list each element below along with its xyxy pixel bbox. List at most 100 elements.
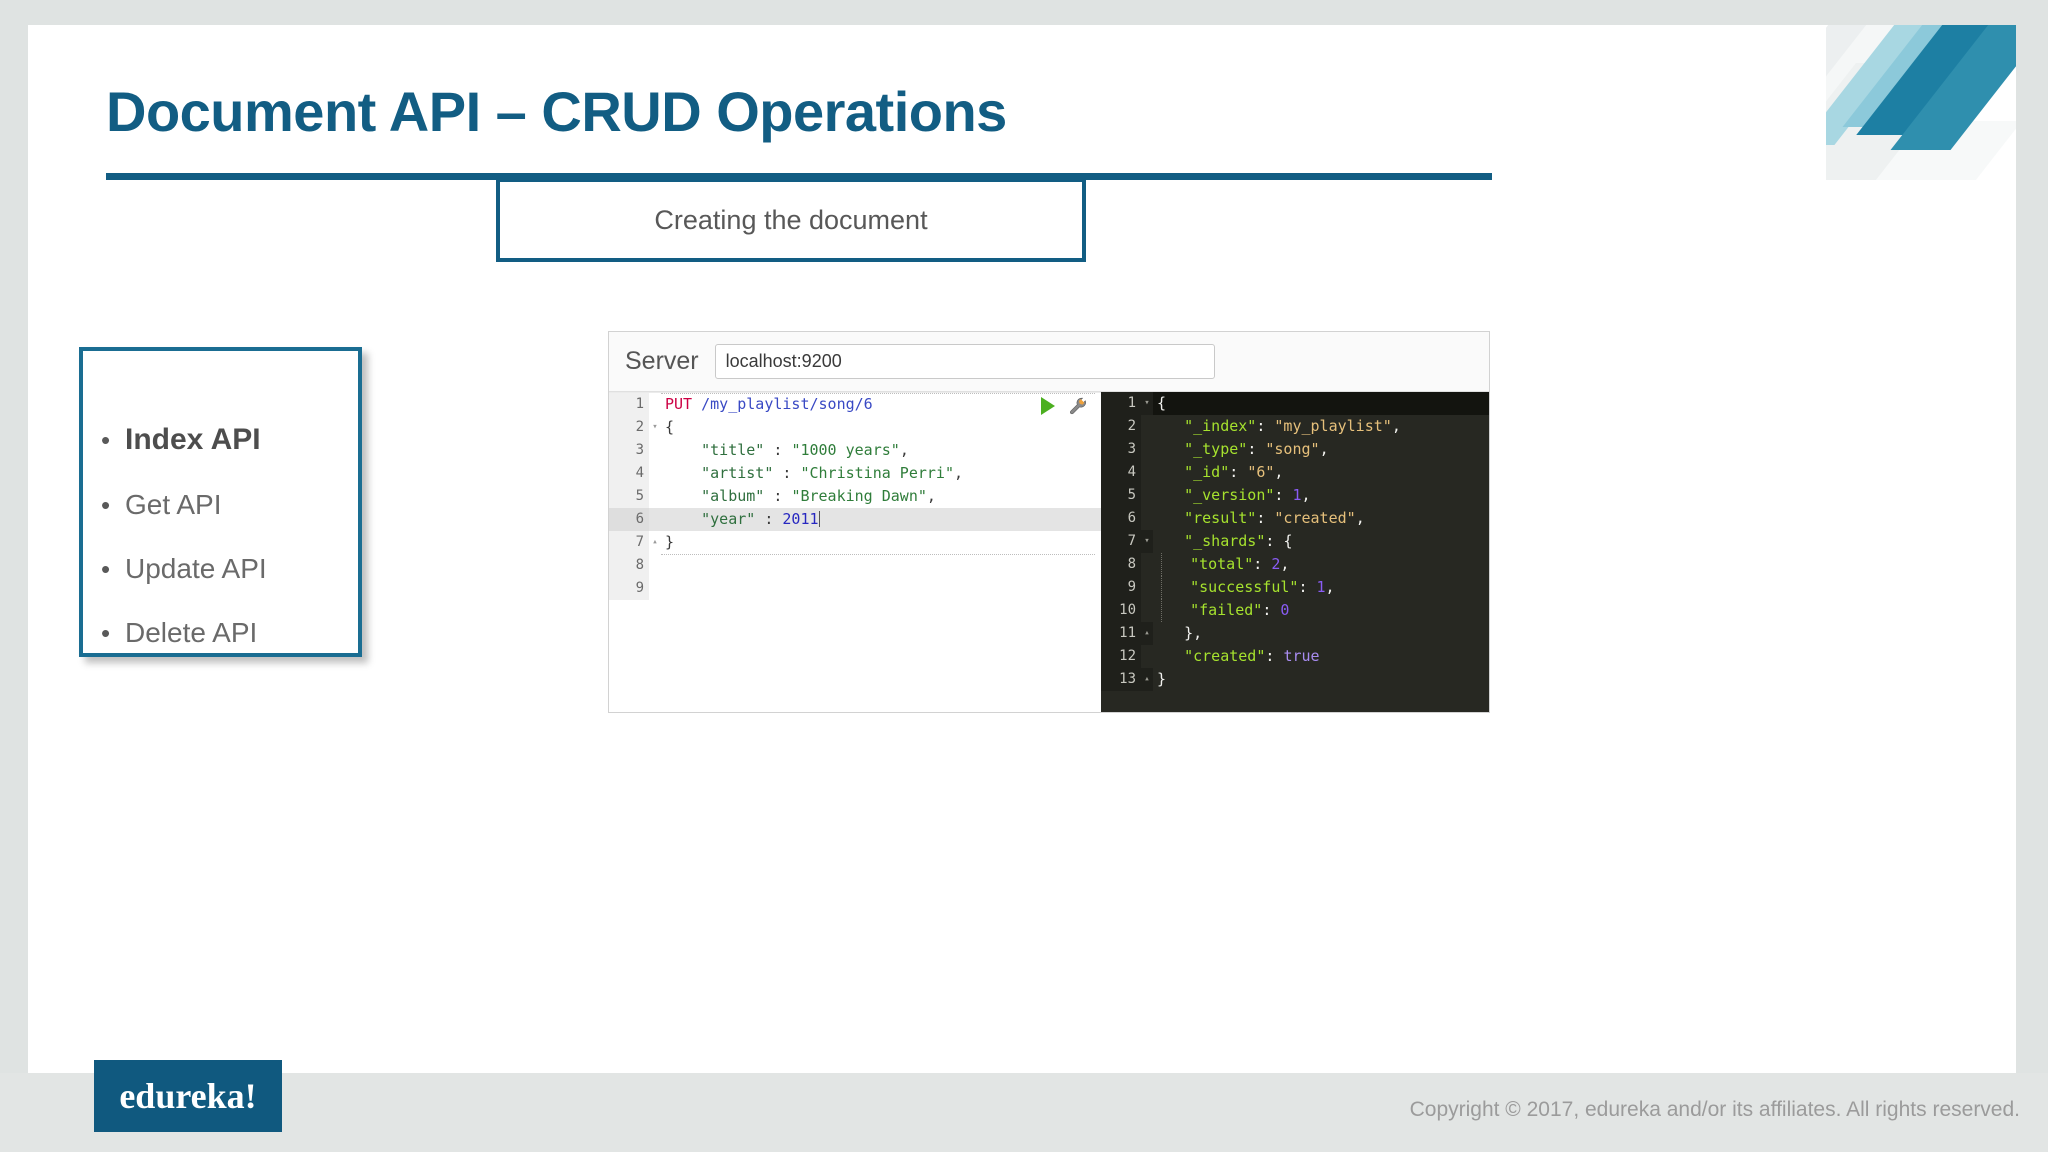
code-content: },: [1153, 622, 1202, 645]
play-icon[interactable]: [1041, 397, 1055, 415]
code-line: 9: [609, 577, 1101, 600]
json-comma: ,: [1274, 463, 1284, 481]
code-line: 4 "artist" : "Christina Perri",: [609, 462, 1101, 485]
json-number: 2: [1271, 555, 1281, 573]
indent: [665, 487, 701, 505]
code-line: 12 "created": true: [1101, 645, 1489, 668]
json-comma: ,: [1280, 555, 1290, 573]
code-content: "successful": 1,: [1161, 576, 1335, 599]
code-line: 5 "album" : "Breaking Dawn",: [609, 485, 1101, 508]
line-number: 8: [1101, 553, 1141, 576]
json-string: "created": [1274, 509, 1356, 527]
list-item: •Index API: [83, 423, 358, 457]
bullet-dot-icon: •: [101, 554, 111, 584]
json-comma: ,: [954, 464, 964, 482]
line-number: 6: [1101, 507, 1141, 530]
json-brace: },: [1157, 624, 1203, 642]
json-brace: }: [1157, 670, 1167, 688]
json-colon: :: [1265, 532, 1284, 550]
code-content: "title" : "1000 years",: [661, 439, 909, 462]
code-line: 8: [609, 554, 1101, 577]
line-number: 8: [609, 554, 649, 577]
indent: [1157, 486, 1184, 504]
code-line: 5 "_version": 1,: [1101, 484, 1489, 507]
indent: [665, 510, 701, 528]
indent: [665, 464, 701, 482]
indent: [1157, 417, 1184, 435]
code-content: "_type": "song",: [1153, 438, 1329, 461]
http-method: PUT: [665, 395, 693, 413]
server-input[interactable]: [714, 344, 1215, 379]
code-content: "total": 2,: [1161, 553, 1289, 576]
json-key: "total": [1190, 555, 1254, 573]
indent: [1157, 532, 1184, 550]
line-number: 6: [609, 508, 649, 531]
json-colon: :: [1265, 647, 1284, 665]
json-key: "successful": [1190, 578, 1299, 596]
json-key: "year": [701, 510, 756, 528]
fold-toggle-icon: ▾: [652, 422, 658, 432]
json-comma: ,: [1301, 486, 1311, 504]
json-string: "6": [1247, 463, 1275, 481]
wrench-icon[interactable]: [1069, 397, 1087, 415]
response-code: 1▾{2 "_index": "my_playlist",3 "_type": …: [1101, 392, 1489, 691]
console-toolbar: Server: [609, 332, 1489, 392]
code-content: "year" : 2011: [661, 508, 820, 531]
json-key: "artist": [701, 464, 774, 482]
code-content: "_version": 1,: [1153, 484, 1311, 507]
json-number: 1: [1316, 578, 1326, 596]
json-brace: {: [1283, 532, 1293, 550]
json-colon: :: [1247, 440, 1266, 458]
line-number: 4: [609, 462, 649, 485]
fold-toggle-icon: ▾: [1141, 392, 1153, 415]
list-item-label: Update API: [125, 553, 267, 584]
line-number: 1: [1101, 392, 1141, 415]
code-content: "_id": "6",: [1153, 461, 1283, 484]
fold-toggle-icon: ▾: [1141, 530, 1153, 553]
indent: [665, 441, 701, 459]
response-viewer[interactable]: 1▾{2 "_index": "my_playlist",3 "_type": …: [1101, 392, 1489, 712]
code-line: 1▾{: [1101, 392, 1489, 415]
caption-box: Creating the document: [496, 178, 1086, 262]
json-string: "1000 years": [791, 441, 900, 459]
code-content: "created": true: [1153, 645, 1319, 668]
json-key: "failed": [1190, 601, 1263, 619]
json-string: "Breaking Dawn": [791, 487, 927, 505]
line-number: 7: [1101, 530, 1141, 553]
json-number: 1: [1292, 486, 1302, 504]
request-separator-top: [661, 393, 1095, 394]
json-key: "_shards": [1184, 532, 1266, 550]
code-line: 2▾{: [609, 416, 1101, 439]
json-string: "my_playlist": [1274, 417, 1392, 435]
line-number: 3: [609, 439, 649, 462]
json-colon: :: [764, 441, 792, 459]
json-colon: :: [764, 487, 792, 505]
json-colon: :: [1256, 509, 1275, 527]
code-line: 7▾ "_shards": {: [1101, 530, 1489, 553]
line-number: 2: [609, 416, 649, 439]
indent: [1172, 555, 1190, 573]
api-list-box: •Index API•Get API•Update API•Delete API: [79, 347, 362, 657]
indent: [1157, 463, 1184, 481]
list-item: • Update API: [83, 553, 358, 585]
line-number: 1: [609, 393, 649, 416]
indent: [1157, 509, 1184, 527]
corner-decoration-icon: [1826, 25, 2016, 180]
json-brace: }: [665, 533, 675, 551]
line-number: 5: [1101, 484, 1141, 507]
json-key: "created": [1184, 647, 1266, 665]
code-line: 6 "year" : 2011: [609, 508, 1101, 531]
fold-toggle-icon: ▴: [652, 537, 658, 547]
bullet-dot-icon: •: [101, 618, 111, 648]
copyright-text: Copyright © 2017, edureka and/or its aff…: [1409, 1098, 2020, 1121]
bullet-dot-icon: •: [101, 425, 111, 455]
json-comma: ,: [926, 487, 936, 505]
code-line: 10 "failed": 0: [1101, 599, 1489, 622]
console-actions[interactable]: [1041, 397, 1087, 415]
json-number: 2011: [782, 510, 819, 528]
footer-band: [0, 1073, 2048, 1152]
code-line: 7▴}: [609, 531, 1101, 554]
